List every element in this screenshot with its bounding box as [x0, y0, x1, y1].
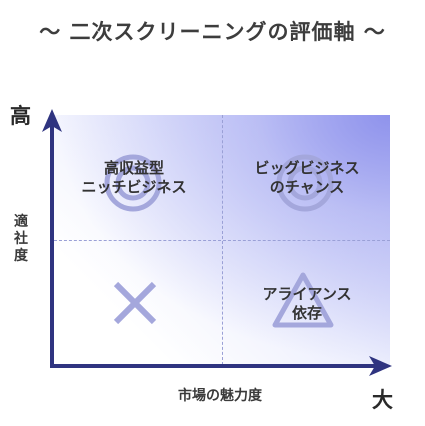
- y-axis-title-char: 適: [14, 214, 28, 230]
- cross-icon: [113, 281, 157, 325]
- evaluation-matrix: [54, 115, 390, 365]
- horizontal-divider: [54, 240, 390, 241]
- quadrant-bottom-right-label: アライアンス 依存: [245, 285, 369, 323]
- y-axis-high-label: 高: [10, 104, 31, 128]
- quadrant-top-right-label: ビッグビジネス のチャンス: [245, 159, 369, 197]
- quadrant-top-right-line2: のチャンス: [269, 178, 345, 196]
- triangle-icon: [272, 272, 334, 328]
- y-axis-title-char: 度: [14, 248, 28, 264]
- quadrant-top-right-line1: ビッグビジネス: [254, 159, 360, 177]
- page-title: 〜 二次スクリーニングの評価軸 〜: [39, 20, 386, 44]
- y-axis-title-char: 社: [14, 231, 28, 247]
- quadrant-top-left-line2: ニッチビジネス: [81, 178, 187, 196]
- quadrant-bottom-right-line2: 依存: [291, 304, 322, 322]
- quadrant-bottom-right-line1: アライアンス: [262, 285, 352, 303]
- double-circle-icon: [276, 154, 334, 212]
- double-circle-icon: [104, 154, 162, 212]
- x-axis-arrow-icon: [369, 356, 392, 376]
- quadrant-top-left-line1: 高収益型: [103, 159, 164, 177]
- x-axis-title: 市場の魅力度: [178, 388, 262, 404]
- quadrant-top-left-label: 高収益型 ニッチビジネス: [72, 159, 196, 197]
- y-axis-title: 適 社 度: [12, 214, 30, 265]
- y-axis-arrow-icon: [42, 109, 62, 132]
- x-axis-large-label: 大: [372, 388, 393, 412]
